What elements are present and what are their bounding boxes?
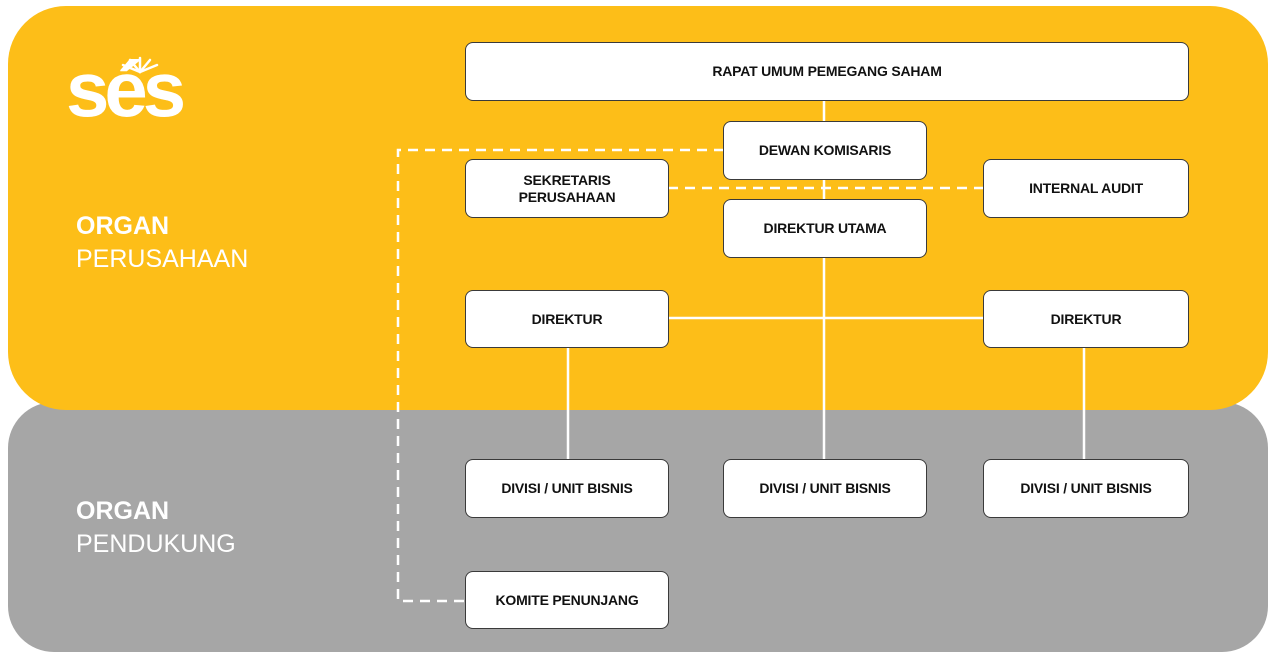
organ-pendukung-strong: ORGAN [76,497,170,525]
komite-penunjang-box: KOMITE PENUNJANG [465,571,669,629]
direktur-right-box: DIREKTUR [983,290,1189,348]
divisi-left-box: DIVISI / UNIT BISNIS [465,459,669,518]
organ-perusahaan-light: PERUSAHAAN [76,245,249,273]
rups-box: RAPAT UMUM PEMEGANG SAHAM [465,42,1189,101]
direktur-utama-box: DIREKTUR UTAMA [723,199,927,258]
sekretaris-perusahaan-box: SEKRETARIS PERUSAHAAN [465,159,669,218]
ses-logo: sés [66,50,186,128]
internal-audit-box: INTERNAL AUDIT [983,159,1189,218]
dashed-komisaris-komite [396,148,724,603]
sun-burst-icon [121,56,159,74]
ses-logo-text: sés [66,45,186,133]
divisi-right-box: DIVISI / UNIT BISNIS [983,459,1189,518]
organ-pendukung-light: PENDUKUNG [76,530,236,558]
divisi-center-box: DIVISI / UNIT BISNIS [723,459,927,518]
organ-perusahaan-strong: ORGAN [76,212,170,240]
dewan-komisaris-box: DEWAN KOMISARIS [723,121,927,180]
direktur-left-box: DIREKTUR [465,290,669,348]
organ-pendukung-label: ORGAN PENDUKUNG [76,495,236,561]
organ-perusahaan-label: ORGAN PERUSAHAAN [76,210,248,276]
